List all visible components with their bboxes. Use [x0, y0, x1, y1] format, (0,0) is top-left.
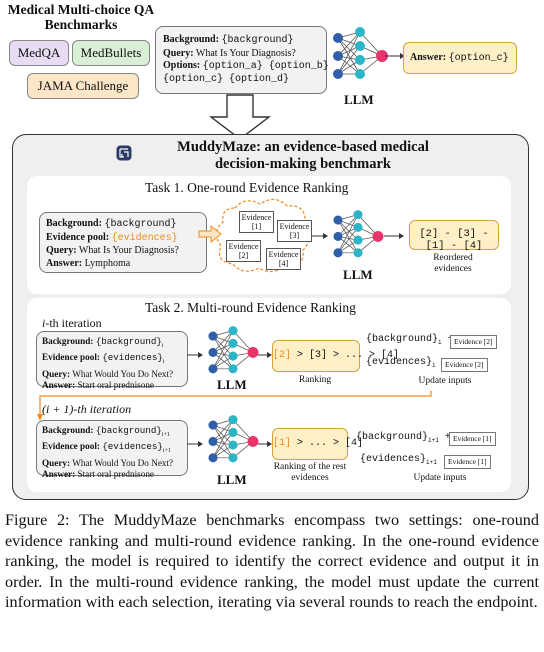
evidence-chip: Evidence [1]: [239, 211, 274, 233]
arrow-icon: [385, 53, 405, 59]
update-evidences: {evidences}i -: [366, 357, 448, 369]
llm-label: LLM: [217, 472, 247, 487]
update-caption: Update inputs: [418, 376, 472, 386]
update-background: {background}i +: [366, 334, 454, 346]
llm-label: LLM: [217, 377, 247, 392]
panel-title: MuddyMaze: an evidence-based medical dec…: [177, 139, 429, 172]
update-evidences: {evidences}i+1 -: [360, 454, 449, 466]
neural-network-icon: [333, 210, 384, 258]
arrow-icon: [384, 233, 404, 239]
reordered-output-box: [2] - [3] - [1] - [4]: [409, 220, 499, 252]
arrow-icon: [187, 441, 203, 447]
benchmark-jama: JAMA Challenge: [27, 73, 139, 99]
update-caption: Update inputs: [413, 473, 467, 483]
arrow-icon: [258, 352, 272, 358]
update-chip: Evidence [1]: [449, 432, 496, 446]
update-chip: Evidence [2]: [450, 335, 497, 349]
down-arrow-icon: [208, 94, 272, 140]
qa-prompt-box: Background: {background} Query: What Is …: [155, 26, 329, 94]
reordered-caption: Reordered evidences: [433, 253, 473, 274]
update-chip: Evidence [2]: [441, 358, 488, 372]
arrow-icon: [312, 233, 328, 239]
evidence-chip: Evidence [4]: [266, 248, 301, 270]
iteration-i-prompt-box: Background: {background}i Evidence pool:…: [36, 331, 188, 390]
iteration-i1-prompt-box: Background: {background}i+1 Evidence poo…: [36, 420, 188, 479]
llm-label: LLM: [343, 267, 373, 282]
update-chip: Evidence [1]: [444, 455, 491, 469]
task2-title: Task 2. Multi-round Evidence Ranking: [145, 300, 356, 315]
hollow-arrow-icon: [198, 224, 222, 244]
evidence-chip: Evidence [2]: [226, 240, 261, 262]
ranking-caption: Ranking: [298, 375, 332, 385]
benchmark-medbullets: MedBullets: [72, 40, 150, 66]
iteration-i-label: i-th iteration: [42, 316, 102, 330]
evidence-chip: Evidence [3]: [277, 220, 312, 242]
arrow-icon: [187, 352, 203, 358]
update-background: {background}i+1 +: [356, 432, 451, 444]
ranking-rest-caption: Ranking of the rest evidences: [273, 462, 347, 483]
maze-logo-icon: [116, 145, 132, 161]
benchmarks-title: Medical Multi-choice QA Benchmarks: [7, 2, 155, 32]
iteration-i1-label: (i + 1)-th iteration: [42, 402, 132, 416]
neural-network-icon: [208, 326, 259, 374]
loop-arrow-icon: [37, 391, 432, 421]
arrow-icon: [258, 441, 272, 447]
neural-network-icon: [333, 27, 388, 79]
ranking-output-box: [1] > ... > [4]: [272, 428, 363, 460]
llm-label: LLM: [344, 92, 374, 107]
task1-title: Task 1. One-round Evidence Ranking: [145, 180, 349, 195]
answer-box: Answer: {option_c}: [403, 42, 517, 74]
neural-network-icon: [208, 415, 259, 463]
task1-prompt-box: Background: {background} Evidence pool: …: [39, 212, 207, 273]
ranking-output-box: [2] > [3] > ... > [4]: [272, 340, 399, 372]
benchmark-medqa: MedQA: [9, 40, 69, 66]
figure-caption: Figure 2: The MuddyMaze benchmarks encom…: [5, 511, 539, 611]
